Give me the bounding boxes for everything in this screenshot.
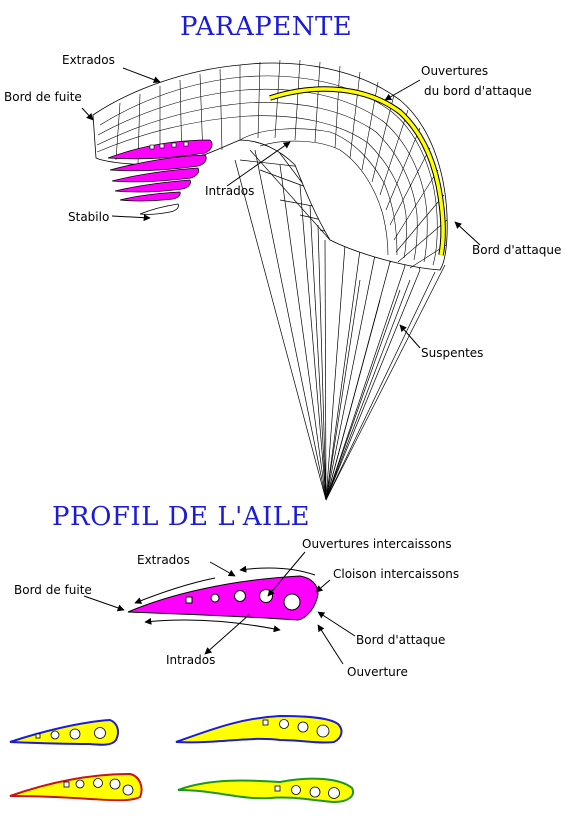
label-extrados-top: Extrados	[62, 53, 115, 67]
canopy	[92, 62, 448, 271]
label-intrados-profile: Intrados	[166, 653, 216, 667]
paraglider-title: PARAPENTE	[180, 12, 353, 42]
label-extrados-profile: Extrados	[137, 553, 190, 567]
label-leading-edge-openings-2: du bord d'attaque	[424, 84, 532, 98]
label-intrados-top: Intrados	[205, 184, 255, 198]
airfoil-red	[9, 772, 143, 802]
label-leading-edge-profile: Bord d'attaque	[356, 633, 446, 647]
airfoil-blue-2	[175, 714, 343, 744]
label-lines: Suspentes	[421, 346, 484, 360]
profile-drawing	[83, 551, 356, 665]
paraglider-drawing	[81, 59, 481, 501]
label-rib: Cloison intercaissons	[333, 567, 460, 581]
label-trailing-edge-profile: Bord de fuite	[14, 583, 92, 597]
airfoil-variants	[9, 714, 354, 804]
label-cell-openings: Ouvertures intercaissons	[302, 537, 452, 551]
label-stabilo: Stabilo	[68, 210, 110, 224]
label-opening: Ouverture	[347, 665, 408, 679]
label-leading-edge-top: Bord d'attaque	[472, 243, 562, 257]
label-leading-edge-openings-1: Ouvertures	[421, 64, 489, 78]
label-trailing-edge-top: Bord de fuite	[4, 90, 82, 104]
wing-profile-title: PROFIL DE L'AILE	[52, 502, 311, 532]
airfoil-blue-1	[9, 718, 119, 746]
airfoil-green	[177, 777, 354, 804]
profile-airfoil	[127, 575, 319, 621]
